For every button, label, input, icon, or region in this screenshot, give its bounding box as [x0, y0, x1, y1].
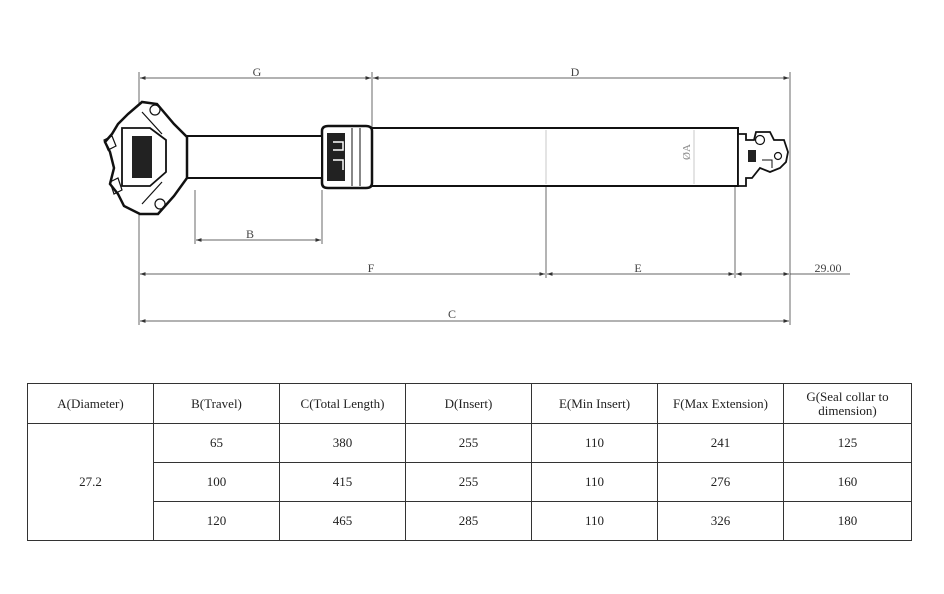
cell-travel: 100	[153, 462, 280, 502]
header-insert: D(Insert)	[405, 383, 532, 424]
label-e: E	[634, 261, 641, 275]
cell-total-length: 415	[279, 462, 406, 502]
label-d: D	[571, 65, 580, 79]
diameter-label: ØA	[681, 144, 693, 160]
cell-min-insert: 110	[531, 462, 658, 502]
table-row: 100 415 255 110 276 160	[28, 462, 912, 502]
cell-seal-collar: 180	[783, 501, 912, 541]
header-travel: B(Travel)	[153, 383, 280, 424]
cell-max-extension: 276	[657, 462, 784, 502]
header-min-insert: E(Min Insert)	[531, 383, 658, 424]
header-seal-collar: G(Seal collar to dimension)	[783, 383, 912, 424]
cell-travel: 65	[153, 423, 280, 463]
extension-lines	[138, 72, 791, 325]
cell-min-insert: 110	[531, 423, 658, 463]
seatpost-technical-drawing: G D B F E 29.00 C ØA	[103, 65, 850, 325]
header-diameter: A(Diameter)	[27, 383, 154, 424]
cell-total-length: 465	[279, 501, 406, 541]
spec-table: A(Diameter) B(Travel) C(Total Length) D(…	[27, 383, 912, 541]
cell-max-extension: 241	[657, 423, 784, 463]
cell-insert: 285	[405, 501, 532, 541]
cell-insert: 255	[405, 462, 532, 502]
label-c: C	[448, 307, 456, 321]
table-header-row: A(Diameter) B(Travel) C(Total Length) D(…	[27, 383, 912, 424]
label-f: F	[368, 261, 375, 275]
cell-seal-collar: 125	[783, 423, 912, 463]
label-b: B	[246, 227, 254, 241]
label-offset: 29.00	[815, 261, 842, 275]
cell-seal-collar: 160	[783, 462, 912, 502]
cell-max-extension: 326	[657, 501, 784, 541]
stanchion	[186, 135, 323, 179]
header-total-length: C(Total Length)	[279, 383, 406, 424]
remote-actuator	[737, 131, 789, 187]
cell-travel: 120	[153, 501, 280, 541]
seatpost-outline	[103, 100, 789, 216]
cell-min-insert: 110	[531, 501, 658, 541]
dimension-lines	[140, 76, 850, 323]
label-g: G	[253, 65, 262, 79]
header-max-extension: F(Max Extension)	[657, 383, 784, 424]
table-row: 27.2 65 380 255 110 241 125	[27, 423, 912, 541]
cell-total-length: 380	[279, 423, 406, 463]
table-row: 120 465 285 110 326 180	[28, 501, 912, 541]
cell-insert: 255	[405, 423, 532, 463]
cell-diameter: 27.2	[27, 423, 154, 541]
